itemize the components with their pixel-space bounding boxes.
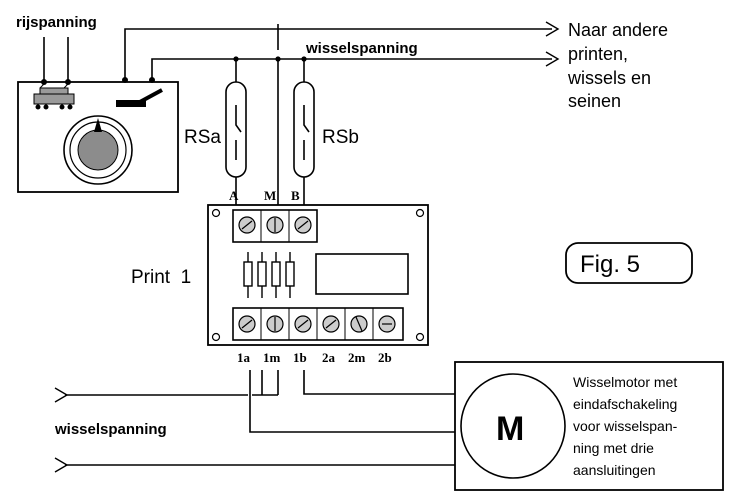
label-fig: Fig. 5 [580,251,640,278]
arrow-icon [54,21,560,473]
transformer-icon [17,77,179,193]
screw-terminal-icon [238,216,312,234]
label-terminal-2b: 2b [378,350,392,365]
label-print: Print 1 [131,267,191,288]
label-terminal-1b: 1b [293,350,307,365]
label-naar-line2: printen, [568,44,628,64]
screw-terminal-icon [238,315,396,333]
label-motor-letter: M [496,410,524,448]
label-motor-desc-4: ning met drie [573,440,654,456]
reed-switch-icon [225,81,315,178]
label-terminal-m: M [264,188,276,203]
locomotive-icon [33,83,75,110]
label-terminal-2a: 2a [322,350,336,365]
label-naar-line4: seinen [568,91,621,111]
label-terminal-1a: 1a [237,350,251,365]
label-rijspanning: rijspanning [16,14,97,31]
speed-knob-icon [63,115,133,185]
label-motor-desc-3: voor wisselspan- [573,418,678,434]
switch-lever-icon [116,88,163,107]
resistor-icon [243,252,295,298]
label-terminal-b: B [291,188,300,203]
junction-dots [233,56,307,62]
label-rsb: RSb [322,127,359,148]
figure-label-box [565,242,693,284]
label-terminal-a: A [229,188,239,203]
print-board [207,204,429,346]
label-terminal-1m: 1m [263,350,281,365]
label-wisselspanning-bottom: wisselspanning [54,421,167,438]
motor-box [454,361,724,491]
label-motor-desc-2: eindafschakeling [573,396,677,412]
label-naar-line1: Naar andere [568,20,668,40]
label-terminal-2m: 2m [348,350,366,365]
label-rsa: RSa [184,127,221,148]
label-motor-desc-5: aansluitingen [573,462,656,478]
label-naar-line3: wissels en [567,68,651,88]
label-motor-desc-1: Wisselmotor met [573,374,677,390]
motor-icon [460,373,566,479]
wires [43,24,552,466]
label-wisselspanning-top: wisselspanning [305,40,418,57]
